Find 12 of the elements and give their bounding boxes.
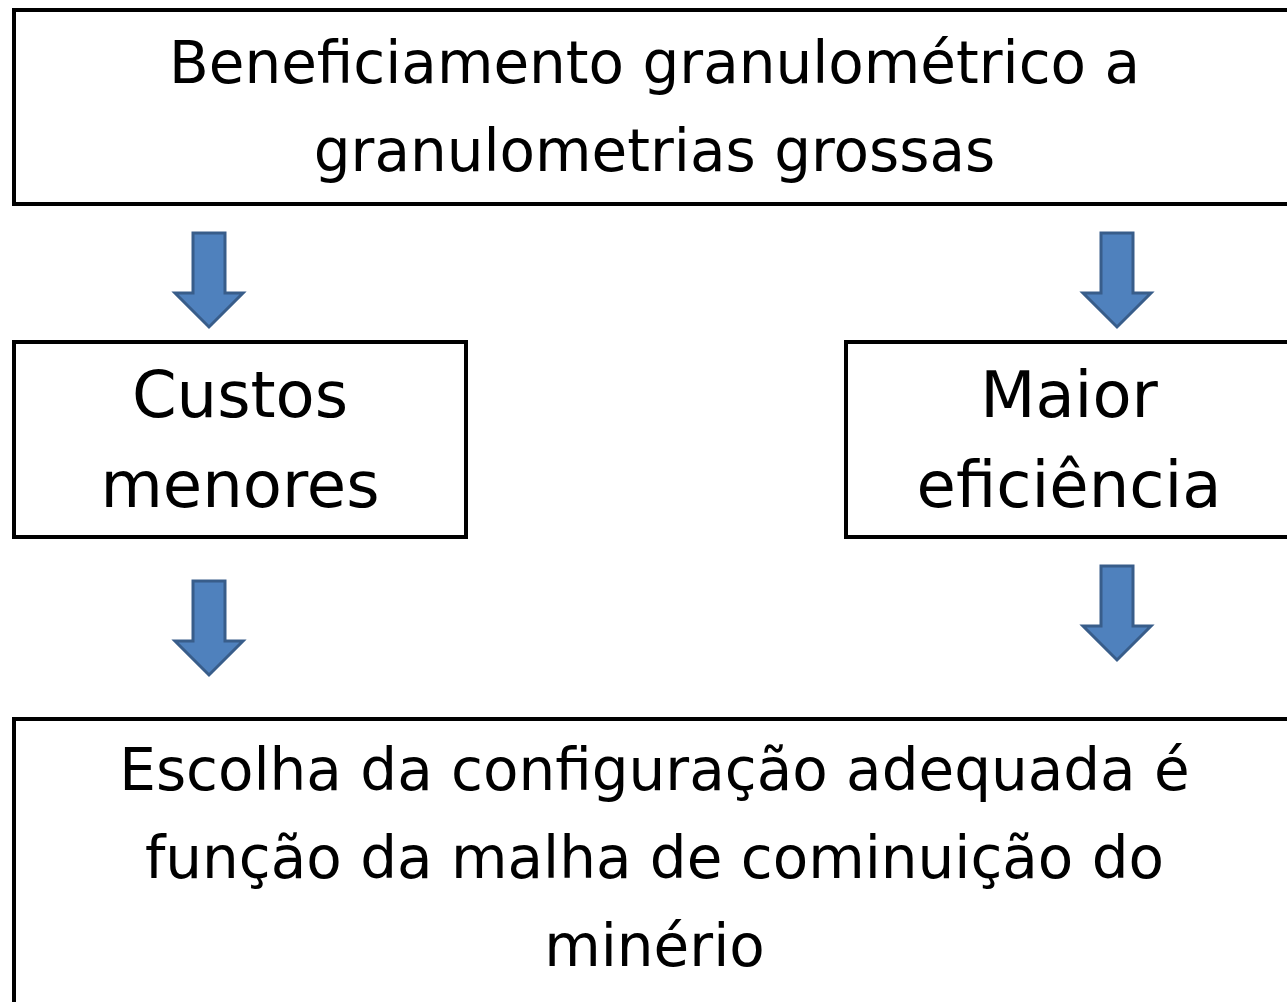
block-arrow [171,579,247,678]
block-arrow [1079,231,1155,330]
box-label: Escolha da configuração adequada é função da malha de cominuição do minério [118,735,1191,982]
box-label: Maior eficiência [915,356,1223,524]
block-arrow [171,231,247,330]
block-arrow [1079,564,1155,663]
process-box [12,8,1287,206]
process-box [844,340,1287,539]
process-box [12,717,1287,1002]
box-label: Beneficiamento granulométrico a granulometrias grossas [167,28,1142,187]
process-box [12,340,468,539]
box-label: Custos menores [99,356,381,524]
